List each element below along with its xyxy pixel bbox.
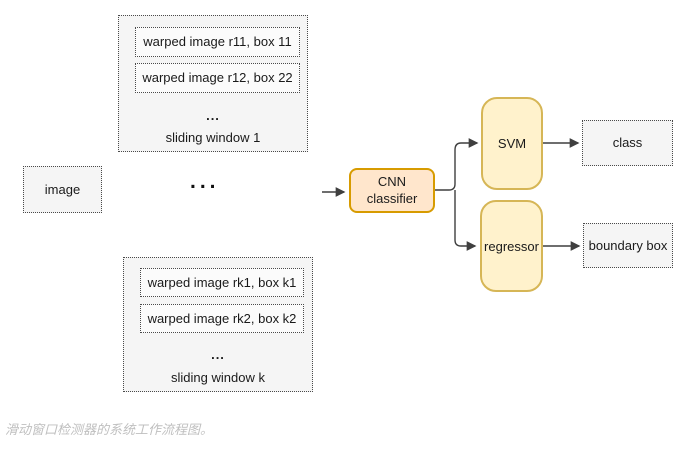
image-box: image (23, 166, 102, 213)
figure-caption: 滑动窗口检测器的系统工作流程图。 (5, 422, 214, 437)
warped-image-box: warped image rk2, box k2 (140, 304, 304, 333)
warped-image-label: warped image rk1, box k1 (147, 274, 297, 290)
warped-image-box: warped image r11, box 11 (135, 27, 300, 57)
arrow-cnn-to-svm (435, 138, 479, 191)
warped-image-label: warped image r12, box 22 (142, 70, 293, 86)
cnn-classifier-node: CNN classifier (349, 168, 435, 213)
arrow-cnn-to-regressor (454, 190, 477, 251)
boundary-box-label: boundary box (588, 237, 668, 253)
image-label: image (44, 181, 81, 197)
cnn-label-line1: CNN (377, 173, 407, 189)
regressor-node: regressor (480, 200, 543, 292)
svm-label: SVM (497, 136, 527, 151)
warped-image-label: warped image rk2, box k2 (147, 310, 297, 326)
svm-node: SVM (481, 97, 543, 190)
group-label: sliding window 1 (165, 130, 261, 145)
sliding-window-group-1: warped image r11, box 11 warped image r1… (118, 15, 308, 152)
warped-image-box: warped image r12, box 22 (135, 63, 300, 93)
group-label: sliding window k (171, 370, 265, 385)
boundary-box: boundary box (583, 223, 673, 268)
groups-ellipsis: ... (190, 170, 220, 193)
more-items-ellipsis: ... (206, 108, 220, 123)
more-items-ellipsis: ... (211, 347, 225, 362)
sliding-window-group-k: warped image rk1, box k1 warped image rk… (123, 257, 313, 392)
warped-image-box: warped image rk1, box k1 (140, 268, 304, 297)
cnn-label-line2: classifier (366, 190, 418, 206)
warped-image-label: warped image r11, box 11 (143, 34, 292, 50)
class-box: class (582, 120, 673, 166)
class-label: class (612, 135, 643, 151)
regressor-label: regressor (484, 238, 539, 254)
